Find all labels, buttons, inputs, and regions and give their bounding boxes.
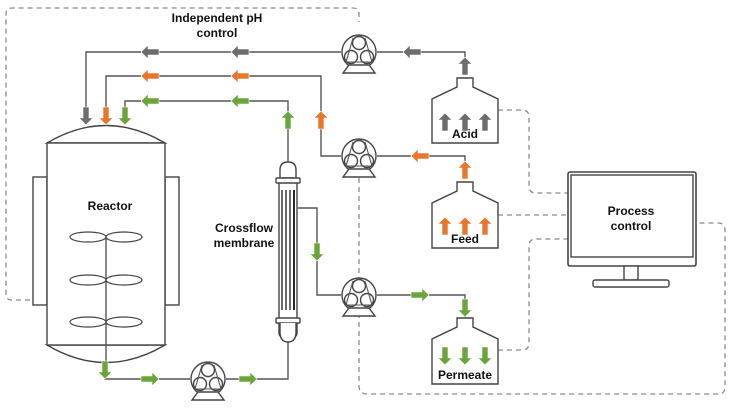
permeate-tank-arrow xyxy=(437,346,453,366)
feed-pump[interactable] xyxy=(341,138,377,178)
retentate-arrow xyxy=(230,93,250,109)
ph-control-label-line1: Independent pH xyxy=(172,11,263,25)
feed-arrow xyxy=(410,148,430,164)
retentate-arrow xyxy=(280,110,296,130)
impeller-blades xyxy=(69,231,143,328)
reactor: Reactor xyxy=(32,124,180,365)
retentate-inlet-arrow xyxy=(117,106,133,126)
crossflow-membrane: Crossflow membrane xyxy=(214,161,301,343)
reactor-outlet-arrow xyxy=(97,360,113,380)
acid-tank-arrow xyxy=(437,112,453,132)
acid-arrow xyxy=(140,44,160,60)
acid-tank-arrow xyxy=(457,112,473,132)
permeate-arrow xyxy=(309,242,325,262)
permeate-tank-arrow xyxy=(457,346,473,366)
recirculation-arrow xyxy=(238,371,258,387)
acid-outlet-arrow xyxy=(457,56,473,76)
acid-tank-arrow xyxy=(477,112,493,132)
recirculation-pump[interactable] xyxy=(190,361,226,401)
flow-arrows xyxy=(78,44,493,387)
acid-tank: Acid xyxy=(431,77,499,144)
permeate-label: Permeate xyxy=(438,368,492,382)
acid-arrow xyxy=(230,44,250,60)
feed-tank-arrow xyxy=(437,216,453,236)
membrane-label-line1: Crossflow xyxy=(215,221,274,235)
feed-inlet-arrow xyxy=(98,106,114,126)
feed-arrow xyxy=(313,110,329,130)
membrane-label-line2: membrane xyxy=(214,236,275,250)
ph-control-label-line2: control xyxy=(197,26,238,40)
permeate-arrow xyxy=(410,287,430,303)
ph-control-dash-line xyxy=(5,7,360,301)
feed-tank-arrow xyxy=(477,216,493,236)
feed-arrow xyxy=(230,68,250,84)
feed-arrow xyxy=(140,68,160,84)
feed-tank-arrow xyxy=(457,216,473,236)
permeate-tank-arrow xyxy=(477,346,493,366)
process-control-monitor[interactable]: Process control xyxy=(567,171,697,288)
acid-inlet-arrow xyxy=(78,106,94,126)
permeate-control-dash-line xyxy=(498,238,568,351)
feed-label: Feed xyxy=(451,232,479,246)
permeate-inlet-arrow xyxy=(457,298,473,318)
feed-outlet-arrow xyxy=(457,160,473,180)
recirculation-arrow xyxy=(140,371,160,387)
acid-label: Acid xyxy=(452,127,478,141)
feed-tank: Feed xyxy=(431,181,499,249)
acid-control-dash-line xyxy=(498,109,568,194)
retentate-arrow xyxy=(140,93,160,109)
reactor-label: Reactor xyxy=(88,199,133,213)
permeate-pump[interactable] xyxy=(341,277,377,317)
process-control-label-line2: control xyxy=(611,219,652,233)
acid-arrow xyxy=(402,44,422,60)
acid-line xyxy=(85,51,466,118)
pump-control-dash-line xyxy=(358,178,726,395)
process-control-label-line1: Process xyxy=(608,204,655,218)
acid-pump[interactable] xyxy=(341,34,377,74)
